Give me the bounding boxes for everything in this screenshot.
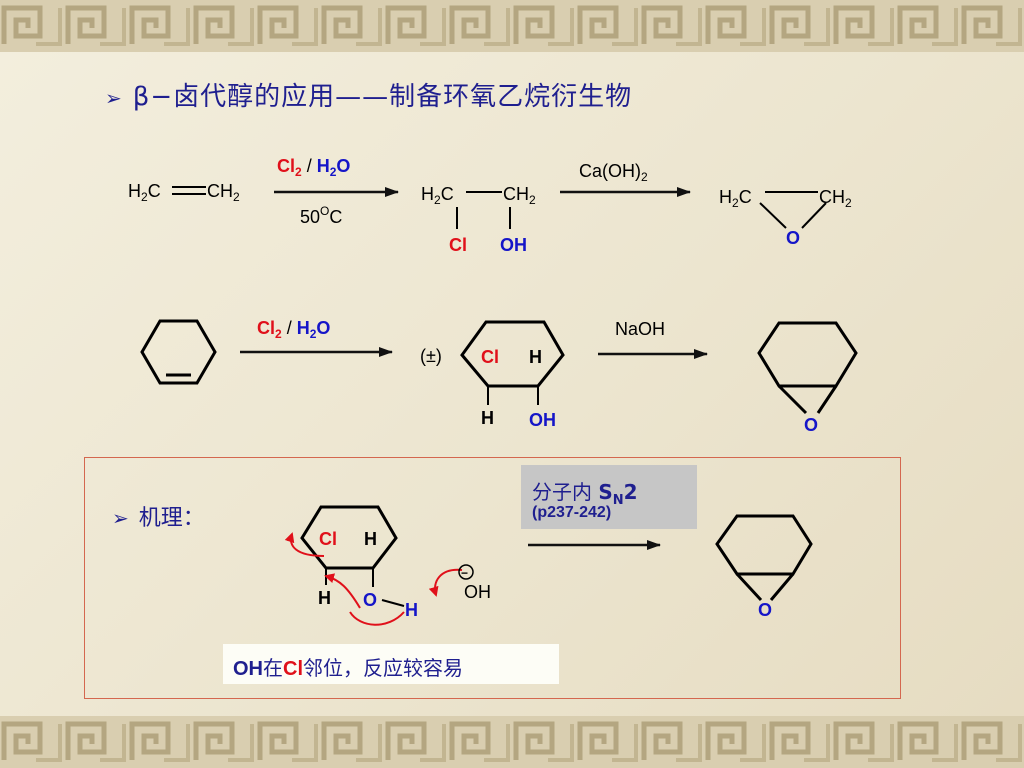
cyclohexane-ring	[715, 514, 813, 576]
hydroxyl-group: OH	[529, 410, 556, 430]
title-text: β−卤代醇的应用——制备环氧乙烷衍生物	[132, 82, 633, 112]
negative-charge-icon	[458, 564, 474, 580]
cyclohexane-ring	[300, 505, 398, 570]
mechanism-frame	[84, 457, 901, 699]
sn2-n: N	[612, 493, 624, 508]
sn2-2: 2	[623, 480, 638, 504]
cyclohexene	[140, 319, 217, 385]
single-bond-line	[801, 202, 827, 229]
sn2-prefix: 分子内	[532, 480, 599, 504]
note-cl: Cl	[283, 658, 303, 680]
chlorocyclohexanol: Cl H H OH	[460, 320, 565, 430]
epoxide-ch2: CH2	[819, 187, 852, 210]
slide-title: ➢ β−卤代醇的应用——制备环氧乙烷衍生物	[105, 76, 632, 113]
minus-sign: −	[461, 566, 468, 580]
electron-push-arrow	[284, 532, 325, 557]
note-text: OH在Cl邻位，反应较容易	[233, 652, 463, 681]
hydrogen-atom: H	[318, 588, 331, 608]
cyclohexene-ring	[140, 319, 217, 385]
single-bond-line	[777, 384, 808, 415]
chlorine-atom: Cl	[449, 235, 467, 255]
mechanism-product: O	[715, 514, 813, 620]
electron-push-arrow	[349, 611, 405, 626]
note-zai: 在	[263, 656, 283, 680]
sn2-box	[521, 465, 697, 529]
reagent-cl2-h2o: Cl2 / H2O	[277, 156, 350, 179]
epoxide-oxygen: O	[804, 415, 818, 435]
hydroxyl-group: OH	[500, 235, 527, 255]
single-bond-line	[816, 385, 838, 414]
single-bond-line	[759, 202, 787, 229]
ethylene-ch2: CH2	[207, 181, 240, 204]
mechanism-label: ➢ 机理：	[112, 500, 205, 532]
hydrogen-atom: H	[481, 408, 494, 428]
mechanism-label-text: 机理：	[138, 506, 205, 531]
cyclohexane-ring	[460, 320, 565, 388]
hydrogen-atom: H	[364, 529, 377, 549]
sn2-label: 分子内 SN2	[532, 476, 638, 508]
ethylene: H2C CH2	[128, 181, 240, 204]
top-border-band	[0, 0, 1024, 52]
single-bond-line	[381, 599, 405, 607]
chlorine-atom: Cl	[319, 529, 337, 549]
bullet-arrow-icon: ➢	[105, 86, 123, 110]
hydrogen-atom: H	[405, 600, 418, 620]
electron-push-arrow	[324, 573, 361, 609]
sn2-s: S	[598, 480, 613, 504]
halohydrin-h2c: H2C	[421, 184, 454, 207]
cyclohexane-ring	[757, 321, 858, 388]
hydroxide-ion: − OH	[458, 564, 491, 602]
hydroxide-label: OH	[464, 582, 491, 602]
bullet-arrow-icon: ➢	[112, 506, 129, 530]
cyclohexene-oxide: O	[757, 321, 858, 435]
single-bond-line	[769, 573, 795, 601]
reagent-cl2-h2o: Cl2 / H2O	[257, 318, 330, 341]
single-bond-line	[735, 572, 763, 602]
mechanism-substrate: Cl H H O H	[284, 505, 463, 626]
racemic-label: (±)	[420, 346, 442, 366]
condition-temperature: 50OC	[300, 204, 342, 227]
chloroethanol: H2C CH2 Cl OH	[421, 184, 536, 255]
reagent-naoh: NaOH	[615, 319, 665, 339]
epoxide-h2c: H2C	[719, 187, 752, 210]
halohydrin-ch2: CH2	[503, 184, 536, 207]
reagent-caoh2: Ca(OH)2	[579, 161, 648, 184]
note-oh: OH	[233, 658, 263, 680]
bottom-border-band	[0, 716, 1024, 768]
ethylene-oxide: H2C CH2 O	[719, 187, 852, 248]
electron-push-arrow	[428, 568, 463, 597]
epoxide-oxygen: O	[786, 228, 800, 248]
page-reference: (p237-242)	[532, 504, 612, 521]
note-rest: 邻位，反应较容易	[303, 656, 463, 680]
ethylene-h2c: H2C	[128, 181, 161, 204]
chlorine-atom: Cl	[481, 347, 499, 367]
oxygen-atom: O	[363, 590, 377, 610]
epoxide-oxygen: O	[758, 600, 772, 620]
note-box	[223, 644, 559, 684]
hydrogen-atom: H	[529, 347, 542, 367]
